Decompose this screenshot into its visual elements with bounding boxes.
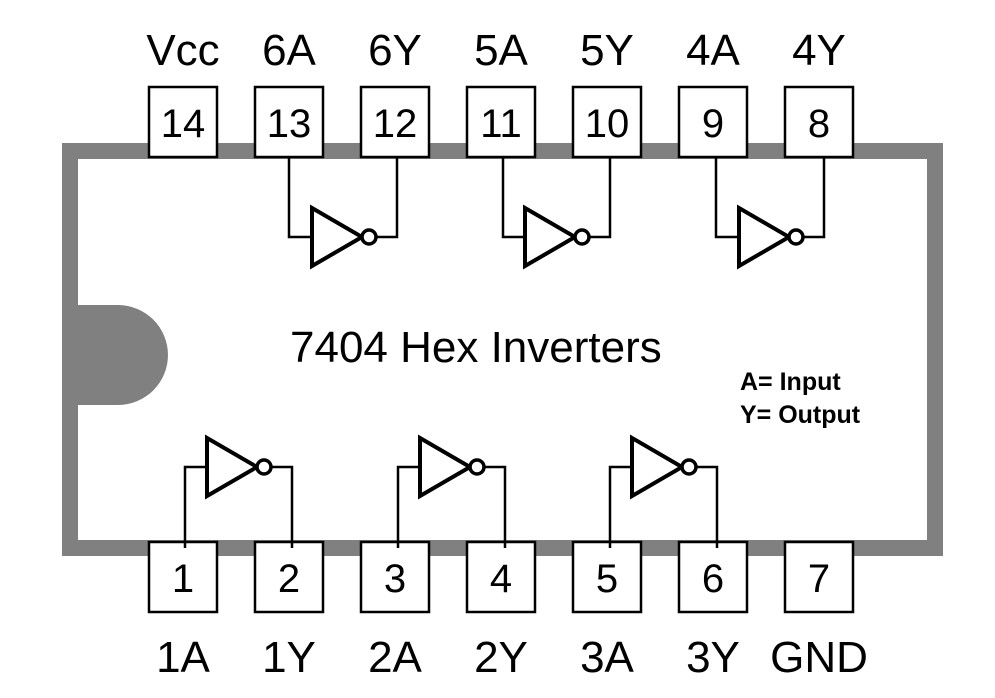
inverter-gate-5 (501, 157, 612, 270)
pin-label: 2A (368, 633, 422, 682)
inverter-triangle-icon (205, 434, 261, 500)
inverter-bubble-icon (255, 458, 273, 476)
pin-number: 10 (585, 102, 630, 146)
inverter-triangle-icon (630, 434, 686, 500)
pin-number: 1 (172, 557, 194, 601)
pin-label: 2Y (474, 633, 528, 682)
pin-label: 6A (262, 26, 316, 75)
bottom-pin: 2 1Y (253, 540, 325, 682)
pin-number: 3 (384, 557, 406, 601)
pin-label: 5Y (580, 26, 634, 75)
pin-number: 5 (596, 557, 618, 601)
orientation-notch (78, 305, 168, 405)
inverter-triangle-icon (737, 204, 793, 270)
pin-label: 3A (580, 633, 634, 682)
inverter-gate-1 (183, 434, 294, 548)
pin-number: 14 (161, 102, 206, 146)
bottom-pin: 4 2Y (465, 540, 537, 682)
bottom-pin: 6 3Y (677, 540, 749, 682)
chip-title: 7404 Hex Inverters (290, 323, 662, 372)
legend-input: A= Input (740, 368, 841, 396)
pin-number: 2 (278, 557, 300, 601)
top-pin: 14 Vcc (146, 26, 220, 159)
pin-number: 13 (267, 102, 312, 146)
inverter-gate-4 (714, 157, 826, 270)
pin-number: 7 (808, 557, 830, 601)
inverter-gate-2 (396, 434, 507, 548)
top-pin: 13 6A (253, 26, 325, 159)
pin-label: 4Y (792, 26, 846, 75)
pin-label: 1A (156, 633, 210, 682)
pin-number: 12 (373, 102, 418, 146)
top-pin: 11 5A (465, 26, 537, 159)
pin-label: 6Y (368, 26, 422, 75)
top-pin: 8 4Y (783, 26, 855, 159)
pin-number: 6 (702, 557, 724, 601)
bottom-pin: 5 3A (571, 540, 643, 682)
inverter-triangle-icon (418, 434, 474, 500)
pin-number: 11 (480, 102, 522, 146)
pin-number: 4 (490, 557, 512, 601)
pin-number: 9 (702, 102, 724, 146)
top-pin: 12 6Y (359, 26, 431, 159)
pin-label: Vcc (146, 26, 219, 75)
bottom-pin: 7 GND (770, 540, 868, 682)
bottom-pin: 3 2A (359, 540, 431, 682)
inverter-bubble-icon (360, 228, 378, 246)
legend-output: Y= Output (740, 401, 861, 429)
inverter-bubble-icon (573, 228, 591, 246)
top-pin: 9 4A (677, 26, 749, 159)
pin-label: 3Y (686, 633, 740, 682)
inverter-bubble-icon (680, 458, 698, 476)
inverter-bubble-icon (787, 228, 805, 246)
pin-number: 8 (808, 102, 830, 146)
inverter-gate-6 (287, 157, 399, 270)
pin-label: 4A (686, 26, 740, 75)
inverter-triangle-icon (310, 204, 366, 270)
pin-label: GND (770, 633, 868, 682)
inverter-triangle-icon (523, 204, 579, 270)
inverter-gate-3 (608, 434, 719, 548)
inverter-bubble-icon (468, 458, 486, 476)
bottom-pin: 1 1A (147, 540, 219, 682)
top-pin: 10 5Y (571, 26, 643, 159)
pin-label: 1Y (262, 633, 316, 682)
pin-label: 5A (474, 26, 528, 75)
